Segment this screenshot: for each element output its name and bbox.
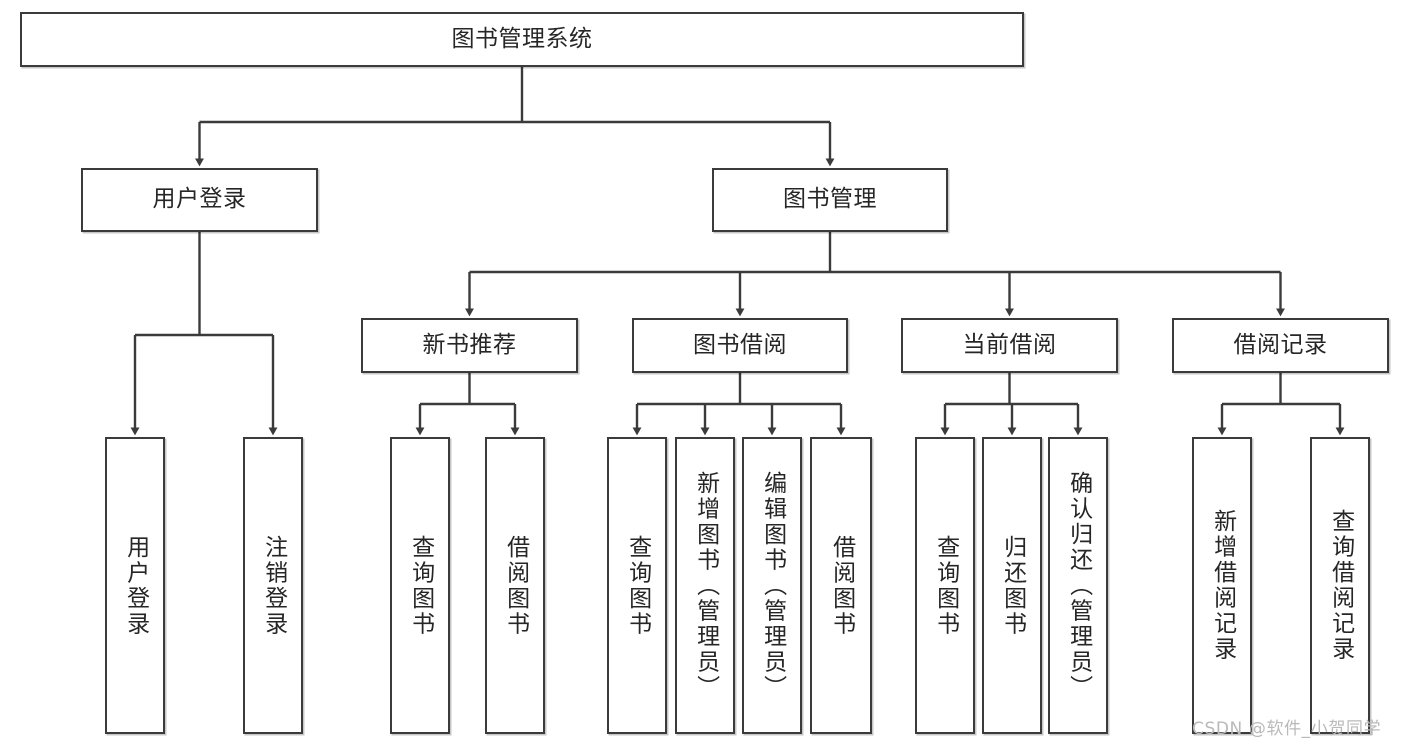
node-label: 图书管理系统 <box>451 25 593 52</box>
node-leaf-borrow-book-2[interactable]: 借阅图书 <box>810 437 872 734</box>
node-label: 归还图书 <box>999 534 1026 637</box>
node-leaf-confirm-return[interactable]: 确认归还（管理员） <box>1048 437 1108 734</box>
node-new-book-rec[interactable]: 新书推荐 <box>361 318 578 373</box>
node-label: 图书管理 <box>783 186 877 213</box>
node-book-manage[interactable]: 图书管理 <box>712 168 948 232</box>
node-label: 图书借阅 <box>693 331 787 358</box>
node-label: 新增借阅记录 <box>1209 509 1236 662</box>
node-leaf-user-login[interactable]: 用户登录 <box>105 437 165 734</box>
node-label: 查询图书 <box>624 534 651 637</box>
node-root[interactable]: 图书管理系统 <box>20 12 1024 67</box>
node-book-borrow[interactable]: 图书借阅 <box>632 318 848 373</box>
node-label: 用户登录 <box>122 534 149 637</box>
node-label: 用户登录 <box>152 186 247 213</box>
node-label: 当前借阅 <box>962 331 1057 358</box>
node-label: 借阅记录 <box>1233 331 1328 358</box>
node-label: 确认归还（管理员） <box>1065 470 1092 701</box>
node-leaf-edit-book[interactable]: 编辑图书（管理员） <box>742 437 802 734</box>
node-leaf-query-book-2[interactable]: 查询图书 <box>607 437 667 734</box>
node-leaf-return-book[interactable]: 归还图书 <box>982 437 1042 734</box>
node-leaf-query-book-3[interactable]: 查询图书 <box>915 437 975 734</box>
node-leaf-add-record[interactable]: 新增借阅记录 <box>1192 437 1252 734</box>
node-label: 查询图书 <box>932 534 959 637</box>
node-label: 新增图书（管理员） <box>692 470 719 701</box>
node-borrow-record[interactable]: 借阅记录 <box>1172 318 1389 373</box>
node-current-borrow[interactable]: 当前借阅 <box>901 318 1118 373</box>
node-label: 借阅图书 <box>502 534 529 637</box>
node-label: 查询借阅记录 <box>1327 509 1354 662</box>
watermark: CSDN @软件_小贺同学 <box>1192 719 1382 739</box>
node-leaf-add-book[interactable]: 新增图书（管理员） <box>675 437 735 734</box>
node-leaf-borrow-book-1[interactable]: 借阅图书 <box>485 437 545 734</box>
node-user-login[interactable]: 用户登录 <box>81 168 318 232</box>
node-leaf-query-book-1[interactable]: 查询图书 <box>390 437 450 734</box>
node-label: 查询图书 <box>407 534 434 637</box>
node-label: 注销登录 <box>260 534 287 637</box>
node-label: 借阅图书 <box>828 534 855 637</box>
node-label: 新书推荐 <box>422 331 517 358</box>
node-label: 编辑图书（管理员） <box>759 470 786 701</box>
node-leaf-query-record[interactable]: 查询借阅记录 <box>1310 437 1370 734</box>
node-leaf-logout[interactable]: 注销登录 <box>243 437 303 734</box>
